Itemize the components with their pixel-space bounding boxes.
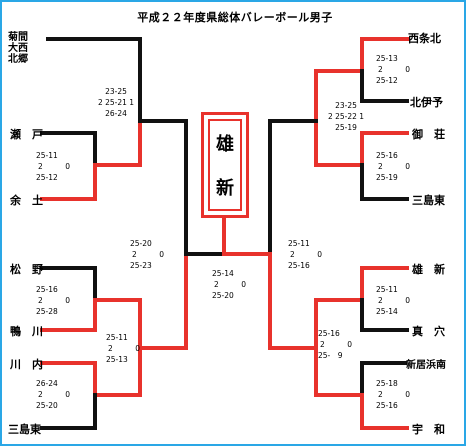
score-line-top: 25-11 (36, 151, 58, 160)
score-line-mid: 2 0 (38, 390, 71, 399)
score-line-bot: 25-16 (376, 401, 398, 410)
score-line-mid: 2 0 (108, 344, 141, 353)
score-right-r2-bottom: 25-16 2 0 25- 9 (318, 328, 352, 361)
score-line-bot: 25-20 (36, 401, 58, 410)
score-line-bot: 25-19 (335, 123, 357, 132)
line-left-lower-to-sf (138, 252, 188, 350)
line-seto (40, 131, 97, 167)
page-title: 平成２２年度県総体バレーボール男子 (137, 11, 333, 24)
score-left-r1-seto-yodo: 25-11 2 0 25-12 (36, 150, 70, 183)
team-kitaiyo: 北伊予 (410, 96, 443, 109)
line-uwa (314, 346, 409, 430)
score-line-top: 25-13 (376, 54, 398, 63)
score-line-bot: 25-13 (106, 355, 128, 364)
score-left-r1-kawauchi-mishimahigashi: 26-24 2 0 25-20 (36, 378, 70, 411)
score-line-top: 25-16 (36, 285, 58, 294)
team-saijokita: 西条北 (408, 32, 441, 45)
line-right-lower-to-sf (268, 252, 318, 350)
line-niihamaminami (360, 361, 407, 397)
score-line-mid: 2 0 (378, 390, 411, 399)
score-left-semifinal: 25-20 2 0 25-23 (130, 238, 164, 271)
score-line-top: 25-16 (318, 329, 340, 338)
team-yodo: 余 土 (10, 194, 43, 207)
score-line-top: 25-18 (376, 379, 398, 388)
score-line-mid: 2 25-22 1 (327, 112, 365, 121)
champion-char-2: 新 (216, 178, 234, 199)
score-line-bot: 25-14 (376, 307, 398, 316)
team-misho: 御 荘 (412, 128, 445, 141)
score-line-top: 25-20 (130, 239, 152, 248)
score-line-top: 26-24 (36, 379, 58, 388)
team-seto: 瀬 戸 (10, 128, 43, 141)
score-line-mid: 2 0 (378, 65, 411, 74)
score-line-top: 25-11 (106, 333, 128, 342)
score-right-r2-top: 23-25 2 25-22 1 25-19 (316, 100, 376, 133)
line-mishimahigashi-left (40, 393, 97, 430)
team-kamogawa: 鴨 川 (10, 325, 43, 338)
team-matsuno: 松 野 (10, 263, 43, 276)
score-line-top: 25-16 (376, 151, 398, 160)
score-line-bot: 25-12 (36, 173, 58, 182)
team-uwa: 宇 和 (412, 423, 445, 436)
score-line-bot: 25-19 (376, 173, 398, 182)
score-line-bot: 26-24 (105, 109, 127, 118)
score-line-mid: 2 0 (378, 296, 411, 305)
score-line-mid: 2 0 (320, 340, 353, 349)
score-left-r2-bottom: 25-11 2 0 25-13 (106, 332, 140, 365)
line-maana (360, 298, 409, 332)
score-line-bot: 25-12 (376, 76, 398, 85)
team-kikuma-onishi-kitago: 菊間 大西 北郷 (8, 32, 28, 65)
score-line-mid: 2 0 (214, 280, 247, 289)
score-line-top: 23-25 (335, 101, 357, 110)
score-right-semifinal: 25-11 2 0 25-16 (288, 238, 322, 271)
champion-box: 雄 新 (201, 112, 249, 218)
score-right-r1-niihamaminami-uwa: 25-18 2 0 25-16 (376, 378, 410, 411)
score-right-r1-saijokita-kitaiyo: 25-13 2 0 25-12 (376, 53, 410, 86)
line-right-upper-to-sf (268, 119, 318, 256)
team-yushin: 雄 新 (412, 263, 445, 276)
score-line-bot: 25- 9 (318, 351, 343, 360)
line-yodo (40, 119, 142, 201)
score-line-mid: 2 25-21 1 (97, 98, 135, 107)
score-line-mid: 2 0 (38, 162, 71, 171)
score-line-top: 23-25 (105, 87, 127, 96)
score-final: 25-14 2 0 25-20 (212, 268, 246, 301)
line-kamogawa (40, 298, 142, 350)
team-mishimahigashi-left: 三島東 (8, 423, 41, 436)
score-line-mid: 2 0 (378, 162, 411, 171)
line-kikuma (46, 37, 142, 123)
score-line-top: 25-14 (212, 269, 234, 278)
team-mishimahigashi-right: 三島東 (412, 194, 445, 207)
line-kitaiyo (360, 69, 409, 103)
score-line-bot: 25-20 (212, 291, 234, 300)
line-matsuno (40, 266, 97, 302)
score-left-r1-matsuno-kamogawa: 25-16 2 0 25-28 (36, 284, 70, 317)
line-mishimahigashi-right (360, 163, 409, 201)
score-line-bot: 25-16 (288, 261, 310, 270)
score-right-r1-misho-mishimahigashi: 25-16 2 0 25-19 (376, 150, 410, 183)
score-line-mid: 2 0 (290, 250, 323, 259)
line-left-upper-to-sf (138, 119, 188, 256)
score-right-r1-yushin-maana: 25-11 2 0 25-14 (376, 284, 410, 317)
score-left-r2-top: 23-25 2 25-21 1 26-24 (86, 86, 146, 119)
champion-char-1: 雄 (216, 134, 234, 155)
score-line-bot: 25-23 (130, 261, 152, 270)
team-maana: 真 穴 (412, 325, 445, 338)
score-line-bot: 25-28 (36, 307, 58, 316)
team-kawauchi: 川 内 (10, 358, 43, 371)
score-line-mid: 2 0 (132, 250, 165, 259)
score-line-top: 25-11 (376, 285, 398, 294)
score-line-top: 25-11 (288, 239, 310, 248)
team-niihamaminami: 新居浜南 (406, 360, 446, 371)
score-line-mid: 2 0 (38, 296, 71, 305)
